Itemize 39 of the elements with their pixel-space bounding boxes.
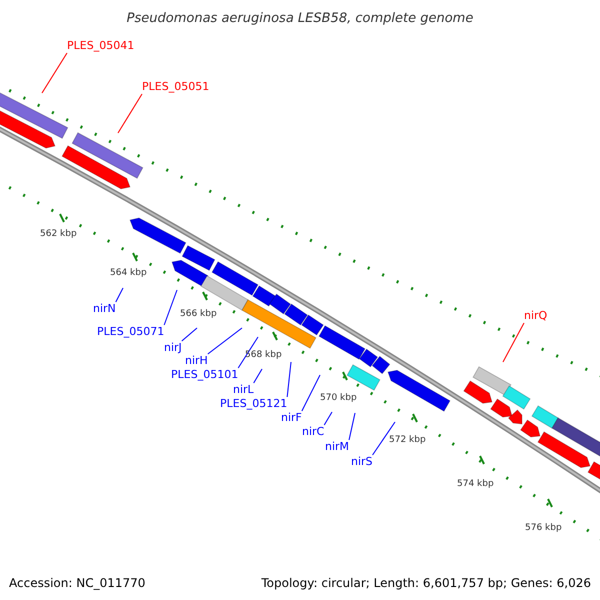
leader-line: [207, 328, 242, 354]
gene-label: nirH: [185, 354, 208, 368]
gene-label: PLES_05041: [67, 39, 134, 53]
gene-label: nirL: [233, 383, 254, 397]
leader-line: [115, 288, 124, 302]
scale-label: 566 kbp: [180, 308, 217, 321]
scale-label: 568 kbp: [245, 349, 282, 362]
diagram-title: Pseudomonas aeruginosa LESB58, complete genome: [126, 10, 474, 28]
footer-text: Topology: circular; Length: 6,601,757 bp; Genes: 6,026: [260, 575, 591, 592]
scale-label: 574 kbp: [457, 478, 494, 491]
gene-label: PLES_05101: [171, 368, 238, 382]
leader-line: [502, 322, 524, 362]
gene-label: PLES_05051: [142, 80, 210, 94]
leader-line: [301, 374, 320, 412]
scale-label: 562 kbp: [40, 228, 77, 241]
leader-line: [118, 94, 142, 134]
scale-label: 564 kbp: [110, 267, 147, 280]
leader-line: [372, 422, 396, 456]
gene-label: nirF: [281, 411, 302, 425]
scale-label: 570 kbp: [320, 392, 357, 405]
leader-line: [253, 368, 262, 384]
leader-line: [238, 336, 258, 368]
gene-label: nirS: [351, 455, 373, 469]
leader-line: [164, 290, 178, 326]
gene-label: PLES_05121: [220, 397, 288, 411]
gene-label: nirC: [302, 425, 324, 439]
leader-line: [348, 412, 356, 440]
gene-label: nirQ: [524, 309, 548, 323]
gene-label: nirN: [93, 302, 116, 316]
leader-line: [286, 362, 292, 398]
gene-label: PLES_05071: [97, 325, 164, 339]
scale-label: 572 kbp: [389, 434, 426, 447]
leader-line: [42, 52, 68, 94]
gene-label: nirJ: [164, 341, 182, 355]
leader-line: [324, 412, 332, 426]
gene-label: nirM: [325, 440, 350, 454]
scale-label: 576 kbp: [525, 522, 562, 535]
footer-text: Accession: NC_011770: [9, 575, 146, 592]
leader-line: [181, 328, 198, 342]
